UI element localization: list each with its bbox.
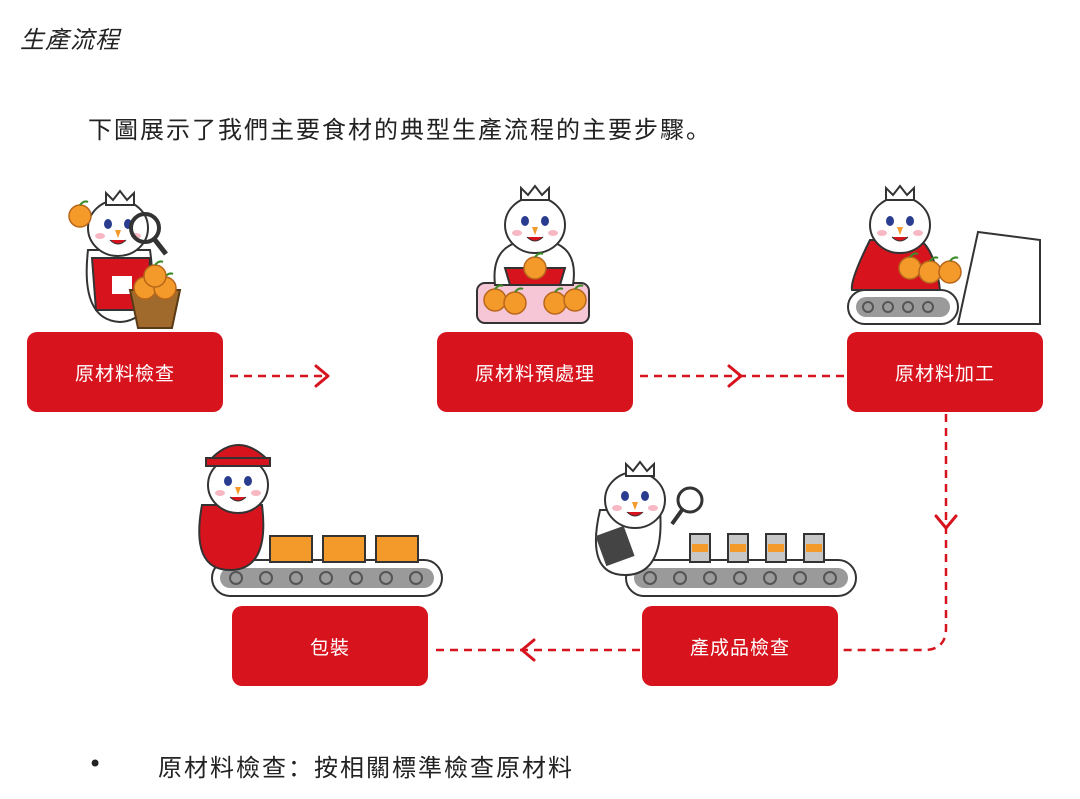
chevron-down-icon [934,514,958,530]
chevron-right-icon [727,364,743,388]
arrow-3-to-4 [840,414,948,652]
chevron-right-icon [314,364,330,388]
mascot-inspect-icon [68,190,182,329]
mascot-preprocess-icon [476,185,590,324]
step-packaging: 包裝 [232,606,428,686]
mascot-packaging-icon [198,444,443,597]
step-raw-material-pretreatment: 原材料預處理 [437,332,633,412]
bullet-marker: • [88,750,103,778]
bullet-text: 原材料檢查：按相關標準檢查原材料 [158,754,574,782]
step-raw-material-inspection: 原材料檢查 [27,332,223,412]
mascot-product-inspect-icon [594,461,857,597]
mascot-processing-icon [847,185,1041,325]
intro-text: 下圖展示了我們主要食材的典型生產流程的主要步驟。 [88,116,712,144]
step-finished-product-inspection: 產成品檢查 [642,606,838,686]
section-title: 生產流程 [20,26,120,54]
step-raw-material-processing: 原材料加工 [847,332,1043,412]
arrowheads [314,364,958,662]
chevron-left-icon [520,638,536,662]
